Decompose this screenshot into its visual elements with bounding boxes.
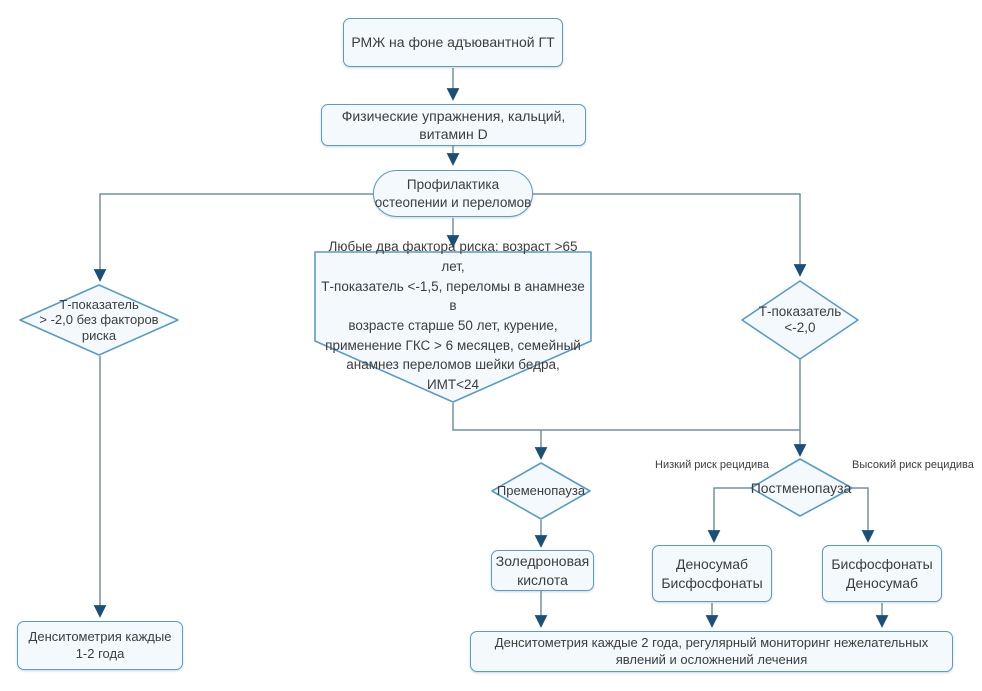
shapes bbox=[19, 251, 859, 520]
label-t-score-low: Т-показатель <-2,0 bbox=[758, 304, 842, 335]
edge-riskfactors-junction bbox=[452, 403, 800, 431]
node-denosumab-bisphosphonates: Деносумаб Бисфосфонаты bbox=[652, 545, 772, 602]
label-high-recurrence-risk: Высокий риск рецидива bbox=[852, 459, 974, 471]
connectors bbox=[93, 68, 889, 628]
node-densitometry-2-years: Денситометрия каждые 2 года, регулярный … bbox=[470, 631, 953, 672]
diamond-postmenopause bbox=[750, 458, 853, 517]
node-zoledronic-acid: Золедроновая кислота bbox=[491, 550, 594, 591]
label-risk-factors: Любые два фактора риска: возраст >65 лет… bbox=[321, 239, 585, 392]
edge-postmenopause-bisphosphonates bbox=[852, 487, 875, 543]
edge-prevention-tscoreok bbox=[93, 193, 373, 282]
diamond-t-score-ok bbox=[19, 284, 179, 356]
node-densitometry-1-2-years: Денситометрия каждые 1-2 года bbox=[17, 621, 183, 670]
pentagon-risk-factors bbox=[314, 251, 592, 403]
node-physical-activity: Физические упражнения, кальций, витамин … bbox=[321, 104, 586, 146]
diamond-t-score-low bbox=[741, 280, 859, 360]
label-t-score-ok: Т-показатель > -2,0 без факторов риска bbox=[39, 297, 159, 343]
node-start: РМЖ на фоне адъювантной ГТ bbox=[343, 18, 563, 67]
edge-prevention-tscorelow bbox=[533, 193, 807, 277]
edge-postmenopause-denosumab bbox=[707, 487, 751, 543]
diamond-premenopause bbox=[491, 462, 591, 520]
node-bisphosphonates-denosumab: Бисфосфонаты Деносумаб bbox=[822, 545, 942, 602]
label-postmenopause: Постменопауза bbox=[750, 479, 852, 496]
node-prevention: Профилактика остеопении и переломов bbox=[373, 170, 533, 217]
label-low-recurrence-risk: Низкий риск рецидива bbox=[655, 459, 770, 471]
label-premenopause: Пременопауза bbox=[496, 483, 586, 499]
